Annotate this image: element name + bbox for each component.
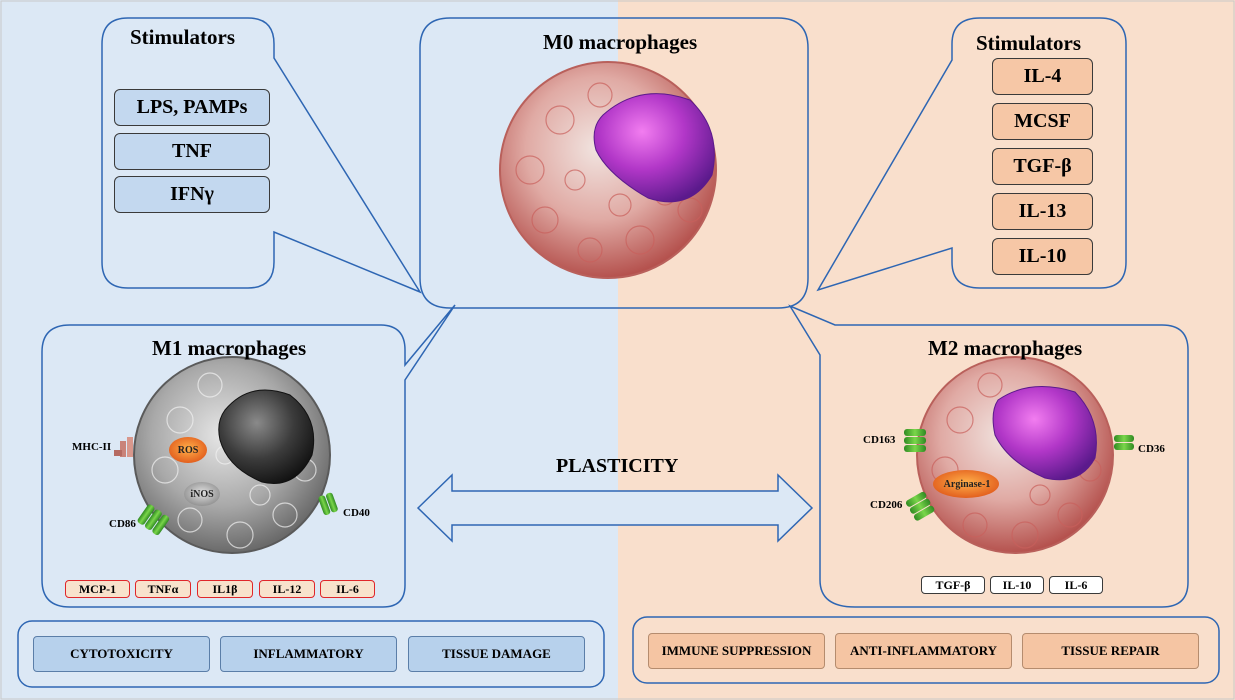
m1-stimulators-title: Stimulators — [130, 25, 235, 49]
cd40-label: CD40 — [343, 507, 370, 519]
m0-nucleus — [593, 93, 715, 203]
cd163-label: CD163 — [863, 434, 896, 446]
m1-cell — [114, 356, 338, 554]
mhc-ii-receptor — [114, 437, 133, 457]
m2-cytokine: TGF-β — [921, 576, 985, 594]
m1-outcome: TISSUE DAMAGE — [408, 636, 585, 672]
arginase-label: Arginase-1 — [943, 478, 991, 490]
m2-title: M2 macrophages — [928, 336, 1083, 360]
m1-outcome: CYTOTOXICITY — [33, 636, 210, 672]
cd36-receptor — [1114, 435, 1134, 450]
m1-title: M1 macrophages — [152, 336, 307, 360]
cd86-label: CD86 — [109, 518, 136, 530]
ros-granule — [169, 437, 207, 463]
cd36-label: CD36 — [1138, 443, 1165, 455]
mhc-ii-label: MHC-II — [72, 441, 112, 453]
plasticity-arrow — [416, 473, 814, 543]
m2-cytokine: IL-6 — [1049, 576, 1103, 594]
cd206-receptor — [905, 491, 935, 521]
m0-box — [419, 17, 809, 309]
m1-cytokine: IL-6 — [320, 580, 375, 598]
m1-box — [41, 304, 456, 608]
m1-cytokine: TNFα — [135, 580, 191, 598]
m0-cell — [499, 61, 717, 279]
inos-granule — [184, 482, 220, 506]
m1-cytokine: IL1β — [197, 580, 253, 598]
m0-title: M0 macrophages — [543, 30, 698, 54]
inos-label: iNOS — [190, 488, 214, 500]
m2-cytokine: IL-10 — [990, 576, 1044, 594]
m2-stimulator-item: IL-4 — [992, 58, 1093, 95]
m1-outcomes-container — [17, 620, 605, 688]
m1-outcome: INFLAMMATORY — [220, 636, 397, 672]
m1-stimulator-item: TNF — [114, 133, 270, 170]
m2-outcome: TISSUE REPAIR — [1022, 633, 1199, 669]
cd163-receptor — [904, 429, 926, 452]
ros-label: ROS — [177, 444, 199, 456]
m2-stimulator-item: MCSF — [992, 103, 1093, 140]
m2-outcome: ANTI-INFLAMMATORY — [835, 633, 1012, 669]
m1-stimulator-item: LPS, PAMPs — [114, 89, 270, 126]
m1-cytokine: IL-12 — [259, 580, 315, 598]
m2-outcomes-container — [632, 616, 1220, 684]
cd86-receptor — [137, 504, 170, 536]
m2-stimulator-item: TGF-β — [992, 148, 1093, 185]
cd40-receptor — [318, 492, 338, 516]
m2-outcome: IMMUNE SUPPRESSION — [648, 633, 825, 669]
m2-box — [788, 304, 1189, 608]
m1-stimulator-item: IFNγ — [114, 176, 270, 213]
m2-nucleus — [992, 386, 1097, 481]
m2-stimulators-title: Stimulators — [976, 31, 1081, 55]
m2-cell — [904, 356, 1134, 554]
cd206-label: CD206 — [870, 499, 903, 511]
plasticity-label: PLASTICITY — [556, 455, 679, 477]
m2-stimulator-item: IL-13 — [992, 193, 1093, 230]
m1-nucleus — [218, 389, 315, 484]
m2-stimulator-item: IL-10 — [992, 238, 1093, 275]
arginase-granule — [933, 470, 999, 498]
m1-cytokine: MCP-1 — [65, 580, 130, 598]
